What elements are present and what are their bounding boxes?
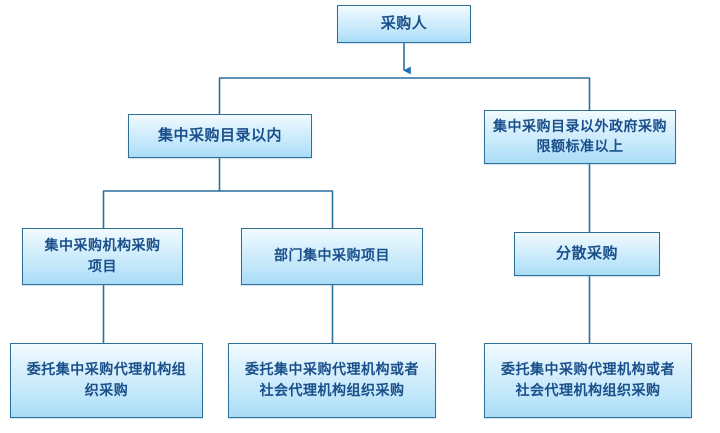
node-level3-middle-label: 部门集中采购项目: [274, 248, 390, 265]
node-level2-left[interactable]: 集中采购目录以内: [128, 114, 312, 158]
node-level4-right-label: 委托集中采购代理机构或者 社会代理机构组织采购: [501, 362, 675, 399]
node-level2-right[interactable]: 集中采购目录以外政府采购 限额标准以上: [484, 110, 676, 164]
node-level4-middle[interactable]: 委托集中采购代理机构或者 社会代理机构组织采购: [228, 343, 436, 418]
node-level4-middle-label: 委托集中采购代理机构或者 社会代理机构组织采购: [245, 362, 419, 399]
node-level4-left-label: 委托集中采购代理机构组 织采购: [26, 362, 187, 399]
node-root[interactable]: 采购人: [337, 5, 471, 43]
node-level4-left[interactable]: 委托集中采购代理机构组 织采购: [10, 343, 203, 418]
node-level3-left-label: 集中采购机构采购 项目: [44, 238, 161, 275]
node-level3-middle[interactable]: 部门集中采购项目: [241, 228, 423, 285]
node-root-label: 采购人: [380, 14, 428, 33]
node-level2-left-label: 集中采购目录以内: [157, 126, 282, 145]
node-level3-left[interactable]: 集中采购机构采购 项目: [22, 228, 183, 285]
node-level3-right-label: 分散采购: [555, 244, 618, 263]
node-level2-right-label: 集中采购目录以外政府采购 限额标准以上: [493, 118, 667, 155]
node-level4-right[interactable]: 委托集中采购代理机构或者 社会代理机构组织采购: [484, 343, 692, 418]
node-level3-right[interactable]: 分散采购: [514, 232, 660, 276]
